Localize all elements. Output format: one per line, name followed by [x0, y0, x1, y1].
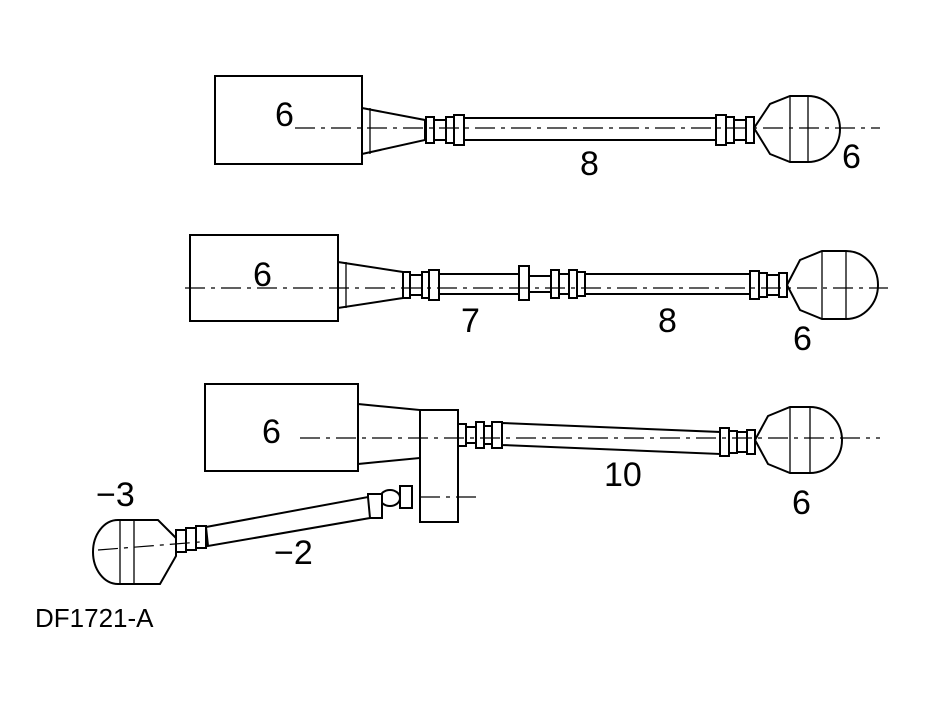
rear-axle-label: 6 — [792, 484, 811, 522]
front-drive-shaft-tube — [438, 273, 520, 295]
rear-axle-differential — [785, 250, 879, 320]
engine-label: 6 — [253, 256, 272, 294]
universal-joint — [457, 421, 503, 449]
drive-shaft-label: 8 — [580, 145, 599, 183]
rear-drive-shaft-tube — [584, 273, 751, 295]
universal-joint — [749, 270, 788, 300]
front-axle-label: −3 — [96, 476, 135, 514]
universal-joint — [715, 114, 755, 146]
engine-label: 6 — [262, 413, 281, 451]
driveline-configuration-1: 6 8 6 — [214, 75, 880, 183]
front-drive-shaft-label: 7 — [461, 302, 480, 340]
universal-joint — [719, 427, 756, 457]
figure-code: DF1721-A — [35, 603, 154, 633]
engine-transmission-block — [214, 75, 363, 165]
driveline-configuration-2: 6 7 8 6 — [185, 234, 888, 358]
rear-drive-shaft-label: 8 — [658, 302, 677, 340]
engine-transmission-block — [204, 383, 359, 472]
rear-axle-label: 6 — [842, 138, 861, 176]
engine-label: 6 — [275, 96, 294, 134]
front-drive-shaft-tube — [204, 495, 372, 548]
transmission-cone — [337, 260, 404, 310]
front-drive-shaft-label: −2 — [274, 534, 313, 572]
rear-axle-label: 6 — [793, 320, 812, 358]
driveline-configuration-3: 6 10 6 −2 −3 — [92, 383, 880, 585]
transmission-cone — [361, 106, 426, 156]
engine-transmission-block — [189, 234, 339, 322]
universal-joint — [425, 114, 465, 146]
center-support-bearing — [518, 265, 530, 301]
transmission-housing — [357, 402, 421, 466]
universal-joint — [402, 269, 440, 301]
front-universal-joint — [367, 485, 413, 519]
front-universal-joint — [175, 525, 207, 553]
transfer-case — [419, 409, 459, 523]
drive-shaft-tube — [463, 117, 717, 141]
rear-axle-differential — [752, 95, 841, 163]
rear-drive-shaft-label: 10 — [604, 456, 642, 494]
rear-axle-differential — [753, 406, 843, 474]
universal-joint — [550, 269, 586, 299]
